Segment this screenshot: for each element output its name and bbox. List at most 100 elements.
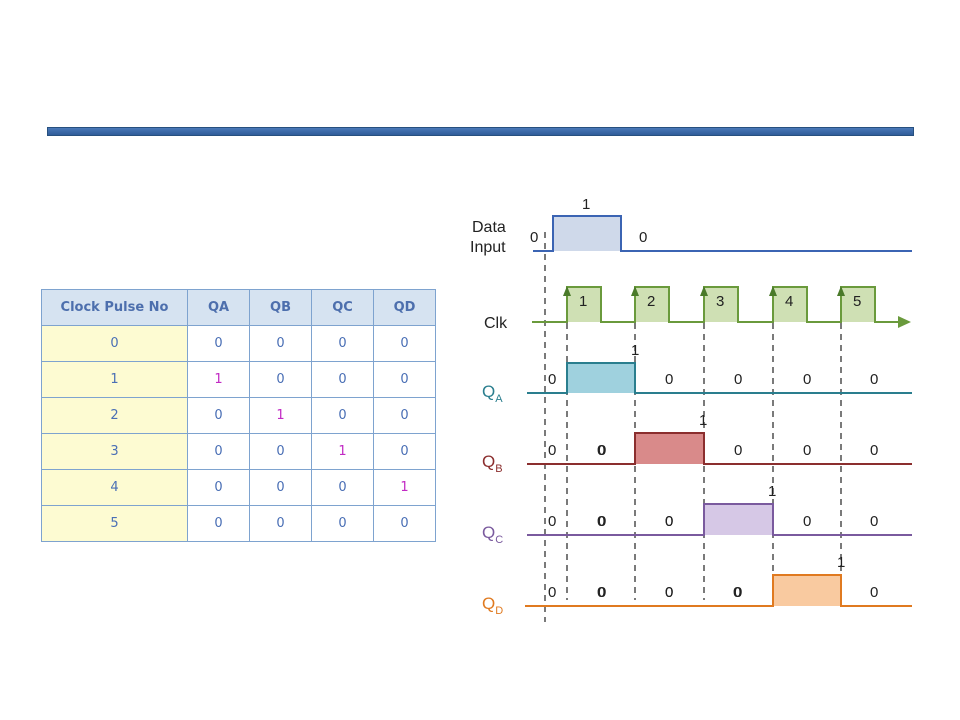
data-input-label-line2: Input: [470, 239, 506, 256]
qd-state-value: 0: [734, 584, 742, 601]
cell-qd: 1: [373, 469, 436, 506]
qc-state-value: 0: [803, 513, 811, 530]
header-qd: QD: [373, 289, 436, 326]
qd-pulse-fill: [773, 575, 841, 606]
data-value-high: 1: [582, 196, 590, 213]
qb-state-value: 0: [870, 442, 878, 459]
cell-qd: 0: [373, 397, 436, 434]
data-input-pulse-fill: [553, 216, 621, 251]
cell-qd: 0: [373, 325, 436, 362]
cell-qa: 0: [187, 433, 250, 470]
qd-state-value: 0: [665, 584, 673, 601]
rising-edge-arrow-icon: [700, 286, 708, 296]
qc-state-value: 0: [548, 513, 556, 530]
cell-qa: 0: [187, 325, 250, 362]
cell-qd: 0: [373, 433, 436, 470]
cell-qa: 0: [187, 505, 250, 542]
qd-state-value: 0: [548, 584, 556, 601]
pulse-number: 2: [647, 293, 655, 310]
cell-qb: 0: [249, 469, 312, 506]
cell-clock-pulse: 2: [41, 397, 188, 434]
cell-qa: 1: [187, 361, 250, 398]
cell-qb: 1: [249, 397, 312, 434]
clock-pulse-fill: [773, 287, 807, 322]
cell-qb: 0: [249, 361, 312, 398]
rising-edge-arrow-icon: [769, 286, 777, 296]
qb-label-sub: B: [495, 463, 502, 475]
qa-label-main: Q: [482, 382, 495, 401]
title-underline-bar: [47, 127, 914, 136]
cell-qc: 0: [311, 505, 374, 542]
qa-state-value: 0: [803, 371, 811, 388]
cell-clock-pulse: 4: [41, 469, 188, 506]
truth-table: Clock Pulse No QA QB QC QD 0 0 0 0 0 1 1…: [41, 289, 436, 542]
qb-state-value: 0: [734, 442, 742, 459]
qb-pulse-fill: [635, 433, 704, 464]
qc-state-value: 0: [870, 513, 878, 530]
header-qa: QA: [187, 289, 250, 326]
qb-state-value: 0: [548, 442, 556, 459]
cell-qc: 0: [311, 469, 374, 506]
cell-clock-pulse: 0: [41, 325, 188, 362]
cell-qc: 0: [311, 361, 374, 398]
qb-state-value: 0: [803, 442, 811, 459]
clock-arrow-icon: [898, 316, 911, 328]
qc-state-value: 1: [768, 483, 776, 500]
cell-qb: 0: [249, 325, 312, 362]
data-input-waveform: [533, 215, 912, 252]
qd-label: QD: [482, 594, 503, 617]
pulse-number: 3: [716, 293, 724, 310]
qd-waveform: [525, 574, 912, 607]
header-qc: QC: [311, 289, 374, 326]
cell-qc: 0: [311, 325, 374, 362]
data-value-after: 0: [639, 229, 647, 246]
qa-state-value: 1: [631, 342, 639, 359]
rising-edge-arrow-icon: [837, 286, 845, 296]
clock-waveform: [532, 286, 900, 323]
qc-label-main: Q: [482, 523, 495, 542]
qb-label-main: Q: [482, 452, 495, 471]
qd-state-value: 0: [665, 584, 673, 601]
clock-pulse-numbers: 1 2 3 4 5: [579, 293, 861, 310]
qb-state-value: 0: [598, 442, 606, 459]
rising-edge-arrow-icon: [563, 286, 571, 296]
cell-qc: 1: [311, 433, 374, 470]
table-row: 3 0 0 1 0: [41, 433, 436, 470]
clock-pulse-fill: [567, 287, 601, 322]
header-qb: QB: [249, 289, 312, 326]
pulse-number: 4: [785, 293, 793, 310]
pulse-number: 5: [853, 293, 861, 310]
qd-state-value: 0: [597, 584, 605, 601]
qa-state-value: 0: [870, 371, 878, 388]
rising-edge-arrow-icon: [631, 286, 639, 296]
qc-label: QC: [482, 523, 503, 546]
clock-pulse-fill: [704, 287, 738, 322]
table-row: 1 1 0 0 0: [41, 361, 436, 398]
clock-pulse-fill: [841, 287, 875, 322]
table-row: 4 0 0 0 1: [41, 469, 436, 506]
qd-state-value: 0: [598, 584, 606, 601]
qa-label: QA: [482, 382, 503, 405]
qc-pulse-fill: [704, 504, 773, 535]
qa-label-sub: A: [495, 393, 503, 405]
qc-label-sub: C: [495, 534, 503, 546]
qa-state-value: 0: [734, 371, 742, 388]
qc-state-value: 0: [598, 513, 606, 530]
cell-clock-pulse: 5: [41, 505, 188, 542]
qa-pulse-fill: [567, 363, 635, 393]
qd-state-value: 1: [837, 554, 845, 571]
clk-label: Clk: [484, 315, 508, 332]
clock-pulse-fills: [567, 287, 875, 322]
cell-qa: 0: [187, 397, 250, 434]
qa-state-value: 0: [665, 371, 673, 388]
qa-waveform: [527, 362, 912, 394]
timing-diagram: Data Input 0 1 0 Clk 1 2 3 4 5 QA QB QC …: [470, 196, 912, 622]
qc-state-value: 0: [665, 513, 673, 530]
table-row: 5 0 0 0 0: [41, 505, 436, 542]
pulse-number: 1: [579, 293, 587, 310]
qc-waveform: [527, 503, 912, 536]
qb-state-value: 0: [597, 442, 605, 459]
cell-qb: 0: [249, 505, 312, 542]
clock-pulse-fill: [635, 287, 669, 322]
